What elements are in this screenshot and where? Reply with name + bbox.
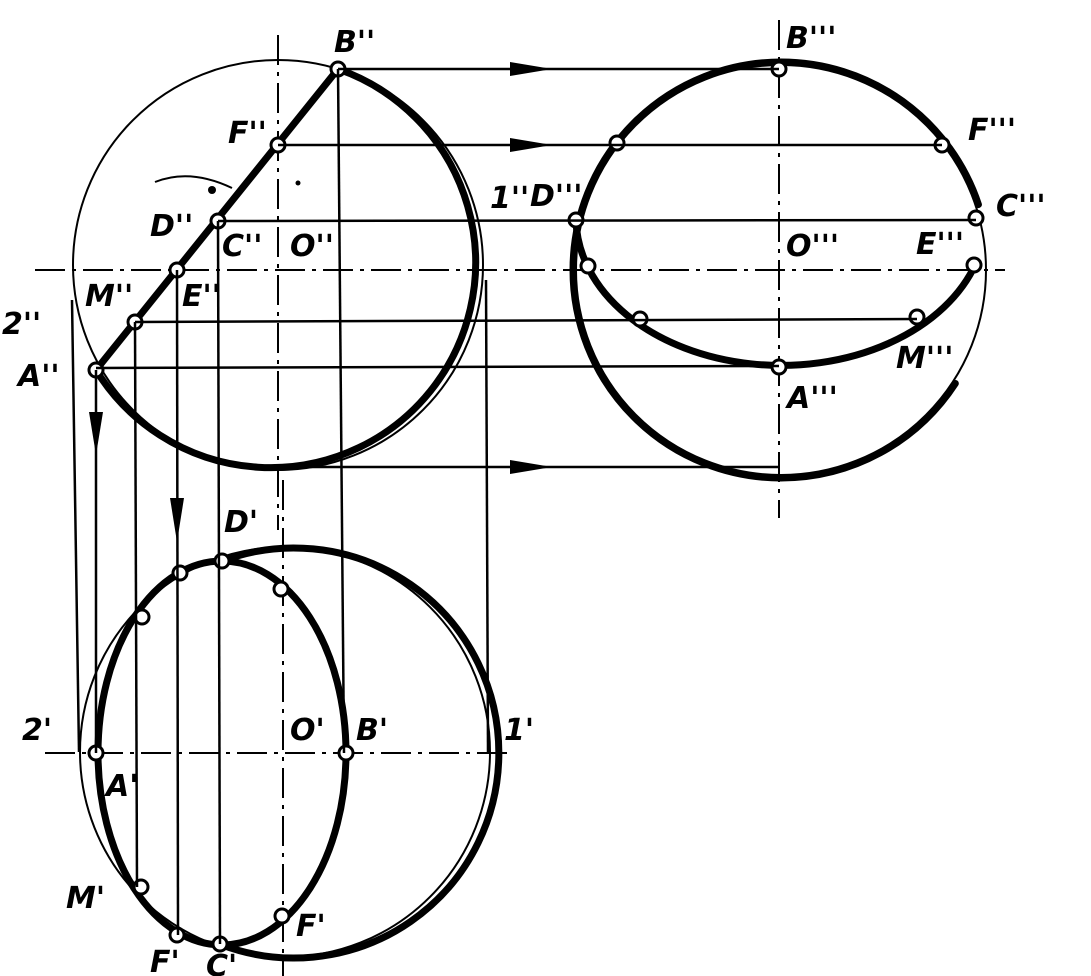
label-b2: B'' <box>334 25 375 60</box>
label-m2: M'' <box>85 279 133 314</box>
front-visible-arc <box>92 65 480 472</box>
arrow-down-left <box>89 412 103 455</box>
label-a2: A'' <box>16 359 60 394</box>
right-angle-arc <box>154 175 233 189</box>
label-f2: F'' <box>228 116 267 151</box>
label-o1: O' <box>290 713 325 748</box>
label-d1: D' <box>224 505 258 540</box>
label-e3: E''' <box>916 227 964 262</box>
proj-v-left-outline <box>70 299 81 753</box>
projection-lines <box>70 62 977 945</box>
point-f1-right <box>273 907 291 925</box>
arrow-down-mid <box>170 498 184 542</box>
proj-line-a <box>95 364 780 370</box>
label-1-top: 1' <box>504 713 534 748</box>
labels: B'' F'' D'' C'' O'' M'' E'' 2'' A'' 1'' … <box>2 21 1046 976</box>
proj-line-dc <box>217 218 977 223</box>
point-e3 <box>965 256 983 274</box>
proj-v-e <box>175 269 180 936</box>
point-f1-top <box>272 580 290 598</box>
point-m3 <box>908 308 926 326</box>
proj-v-right <box>484 279 490 753</box>
label-c3: C''' <box>996 189 1046 224</box>
arrow-right-top <box>510 62 552 76</box>
label-b3: B''' <box>786 21 836 56</box>
profile-section-ellipse <box>572 216 980 369</box>
label-d2: D'' <box>150 209 193 244</box>
point-f3-left <box>608 134 626 152</box>
label-c2: C'' <box>222 229 262 264</box>
label-f1: F' <box>150 945 180 976</box>
proj-v-m <box>133 321 139 888</box>
label-e2: E'' <box>182 279 221 314</box>
proj-v-b <box>336 68 346 754</box>
right-angle-dot <box>208 186 216 194</box>
label-b1: B' <box>356 713 388 748</box>
label-a1: A' <box>104 769 138 804</box>
label-f1-right: F' <box>296 909 326 944</box>
label-m1: M' <box>66 881 105 916</box>
label-f3: F''' <box>968 113 1016 148</box>
arrow-right-mid <box>510 138 552 152</box>
point-c3 <box>967 209 985 227</box>
arrow-right-bottom <box>510 460 552 474</box>
point-e1 <box>171 564 189 582</box>
proj-v-c <box>216 220 222 945</box>
label-2-front: 2'' <box>2 307 41 342</box>
label-a3: A''' <box>785 381 838 416</box>
label-1-front: 1'' <box>490 181 529 216</box>
point-e3-left <box>579 257 597 275</box>
point-b1 <box>337 744 355 762</box>
front-view <box>35 35 1005 530</box>
top-view <box>45 480 510 976</box>
proj-line-m <box>134 317 918 324</box>
label-2-top: 2' <box>22 713 52 748</box>
label-o2: O'' <box>290 229 334 264</box>
label-c1: C' <box>206 949 237 976</box>
label-o3: O''' <box>786 229 839 264</box>
label-m3: M''' <box>896 341 953 376</box>
center-dot <box>295 180 301 186</box>
point-d1 <box>213 552 231 570</box>
label-d3: D''' <box>530 179 582 214</box>
